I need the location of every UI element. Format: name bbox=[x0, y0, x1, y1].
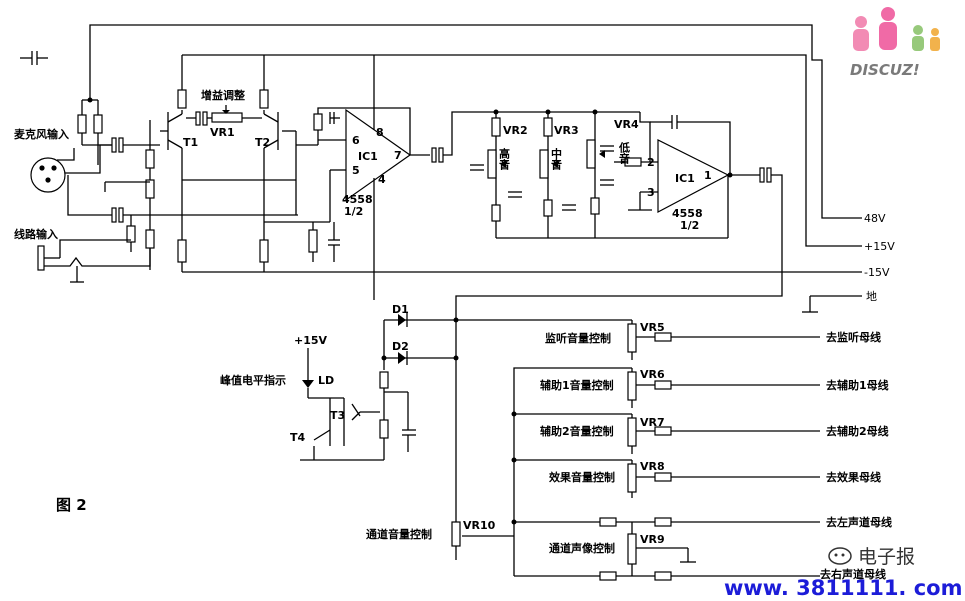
vr4-label: VR4 bbox=[614, 118, 639, 131]
ic1a-pin7: 7 bbox=[394, 149, 402, 162]
bus-left-label: 去左声道母线 bbox=[826, 515, 892, 529]
t4-label: T4 bbox=[290, 431, 306, 444]
peak-indicator-label: 峰值电平指示 bbox=[220, 373, 286, 387]
power-rails bbox=[89, 24, 862, 313]
bus-effect-label: 去效果母线 bbox=[826, 470, 881, 484]
aux1-volume-label: 辅助1音量控制 bbox=[540, 378, 614, 392]
ic1b-pin1: 1 bbox=[704, 169, 712, 182]
monitor-volume-label: 监听音量控制 bbox=[545, 331, 611, 345]
ic1b-model: 4558 bbox=[672, 207, 703, 220]
bus-right-label: 去右声道母线 bbox=[820, 567, 886, 581]
ic1a-pin6: 6 bbox=[352, 134, 360, 147]
d1-label: D1 bbox=[392, 303, 409, 316]
ic1b-pin2: 2 bbox=[647, 156, 655, 169]
rail-ground: 地 bbox=[866, 290, 877, 303]
mic-xlr-connector bbox=[30, 144, 112, 193]
ic1a-pin4: 4 bbox=[378, 173, 386, 186]
capacitor-symbol bbox=[20, 51, 48, 65]
rail-minus15v: -15V bbox=[864, 266, 890, 279]
gain-potentiometer-vr1 bbox=[186, 105, 262, 126]
input-resistor-column bbox=[104, 120, 155, 270]
channel-fader-pan bbox=[451, 517, 820, 581]
line-input-label: 线路输入 bbox=[14, 227, 58, 241]
pair-output-links bbox=[282, 130, 318, 215]
mid-label: 中音 bbox=[550, 147, 563, 171]
phantom-resistors bbox=[77, 97, 103, 165]
vr1-label: VR1 bbox=[210, 126, 235, 139]
peak-detector bbox=[300, 272, 459, 461]
rail-48v: 48V bbox=[864, 212, 886, 225]
ic1b-half: 1/2 bbox=[680, 219, 699, 232]
opamp-ic1-b bbox=[455, 112, 783, 522]
t1-label: T1 bbox=[183, 136, 198, 149]
plus15-local-label: +15V bbox=[294, 334, 328, 347]
figure-label: 图 2 bbox=[56, 496, 87, 514]
rail-plus15v: +15V bbox=[864, 240, 895, 253]
mic-input-label: 麦克风输入 bbox=[14, 127, 69, 141]
discuz-text: DISCUZ! bbox=[850, 61, 920, 79]
discuz-logo: DISCUZ! bbox=[850, 7, 940, 79]
ic1a-label: IC1 bbox=[358, 150, 378, 163]
vr3-label: VR3 bbox=[554, 124, 579, 137]
bus-monitor-label: 去监听母线 bbox=[826, 330, 881, 344]
vr7-label: VR7 bbox=[640, 416, 665, 429]
ic1a-pin8: 8 bbox=[376, 126, 384, 139]
t2-label: T2 bbox=[255, 136, 270, 149]
aux2-volume-label: 辅助2音量控制 bbox=[540, 424, 614, 438]
ic1a-pin5: 5 bbox=[352, 164, 360, 177]
vr9-label: VR9 bbox=[640, 533, 665, 546]
wechat-account-text: 电子报 bbox=[858, 546, 915, 568]
send-controls bbox=[456, 319, 820, 522]
output-coupling-cap bbox=[431, 111, 640, 163]
opamp-ic1-a bbox=[308, 55, 430, 272]
ic1b-pin3: 3 bbox=[647, 186, 655, 199]
site-url-watermark: www. 3811111. com bbox=[724, 576, 962, 600]
gain-adjust-label: 增益调整 bbox=[201, 88, 245, 102]
vr8-label: VR8 bbox=[640, 460, 665, 473]
vr5-label: VR5 bbox=[640, 321, 665, 334]
effect-volume-label: 效果音量控制 bbox=[549, 470, 615, 484]
bus-aux2-label: 去辅助2母线 bbox=[826, 424, 889, 438]
ic1b-label: IC1 bbox=[675, 172, 695, 185]
vr6-label: VR6 bbox=[640, 368, 665, 381]
pan-control-label: 通道声像控制 bbox=[549, 541, 615, 555]
bass-label: 低音 bbox=[618, 141, 632, 165]
line-input-jack bbox=[37, 239, 151, 283]
input-caps bbox=[67, 137, 298, 223]
t3-label: T3 bbox=[330, 409, 345, 422]
treble-label: 高音 bbox=[498, 147, 511, 171]
d2-label: D2 bbox=[392, 340, 409, 353]
channel-volume-label: 通道音量控制 bbox=[366, 527, 432, 541]
tone-pots bbox=[487, 139, 605, 179]
vr2-label: VR2 bbox=[503, 124, 528, 137]
bus-aux1-label: 去辅助1母线 bbox=[826, 378, 889, 392]
wechat-watermark: 电子报 bbox=[828, 546, 915, 568]
ic1a-half: 1/2 bbox=[344, 205, 363, 218]
vr10-label: VR10 bbox=[463, 519, 496, 532]
ic1a-model: 4558 bbox=[342, 193, 373, 206]
ld-label: LD bbox=[318, 374, 334, 387]
collector-resistors bbox=[177, 55, 330, 263]
